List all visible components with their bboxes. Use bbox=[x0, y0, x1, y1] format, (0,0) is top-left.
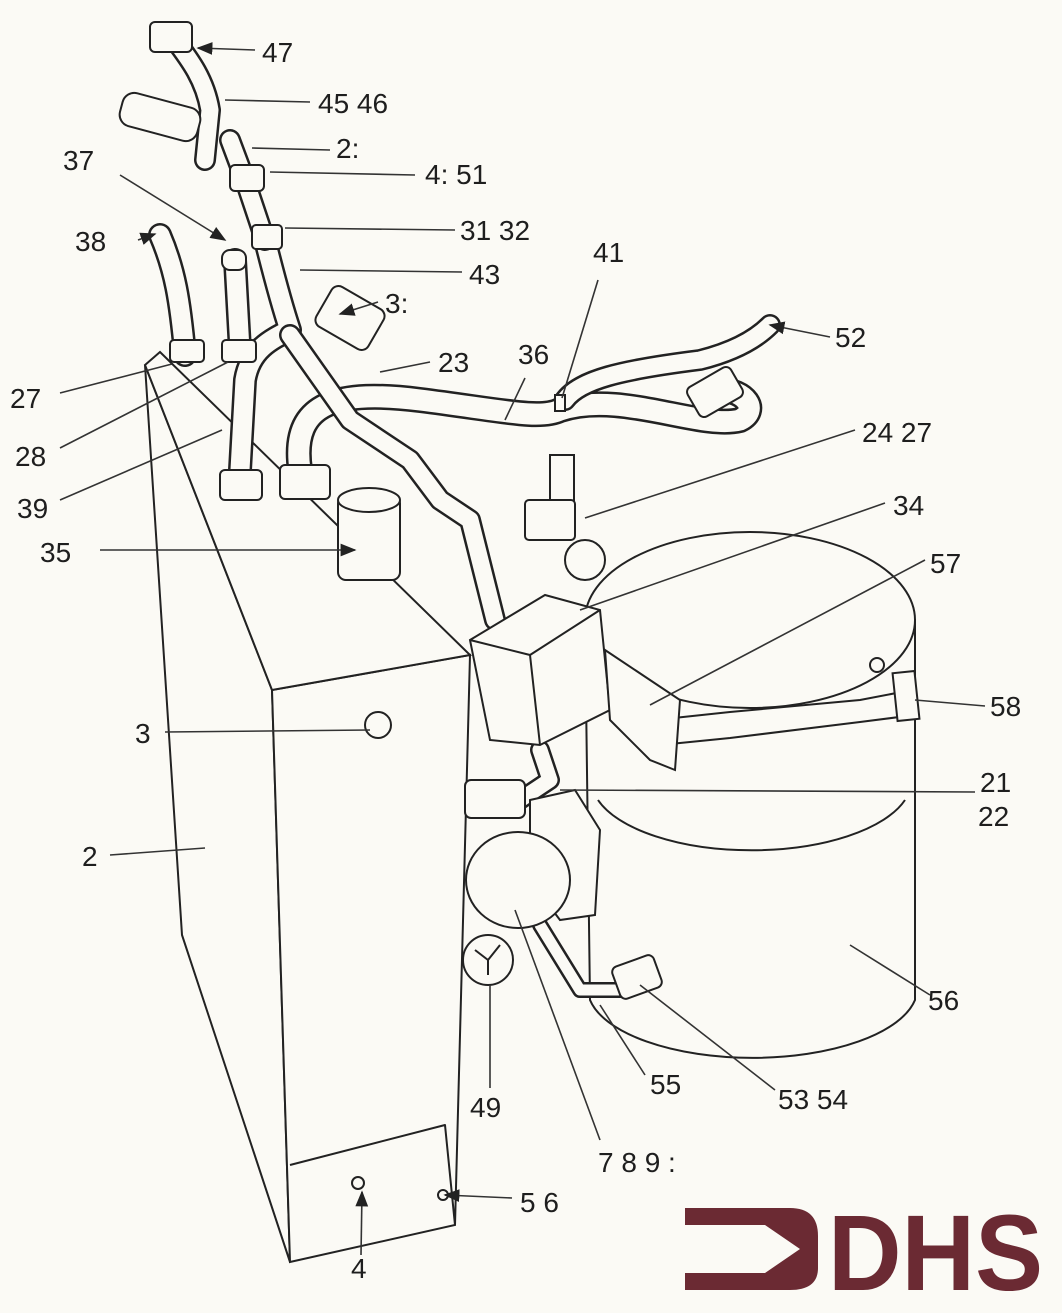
label-49: 49 bbox=[470, 1092, 501, 1123]
label-58: 58 bbox=[990, 691, 1021, 722]
label-43: 43 bbox=[469, 259, 500, 290]
label-45-46: 45 46 bbox=[318, 88, 388, 119]
label-7-8-9: 7 8 9 : bbox=[598, 1147, 676, 1178]
label-3: 3 bbox=[135, 718, 151, 749]
sight-plug bbox=[364, 711, 392, 739]
label-5-6: 5 6 bbox=[520, 1187, 559, 1218]
label-35: 35 bbox=[40, 537, 71, 568]
label-3-colon: 3: bbox=[385, 288, 408, 319]
label-4-51: 4: 51 bbox=[425, 159, 487, 190]
label-24-27: 24 27 bbox=[862, 417, 932, 448]
label-52: 52 bbox=[835, 322, 866, 353]
label-47: 47 bbox=[262, 37, 293, 68]
fittings bbox=[118, 21, 744, 1000]
label-39: 39 bbox=[17, 493, 48, 524]
label-28: 28 bbox=[15, 441, 46, 472]
label-55: 55 bbox=[650, 1069, 681, 1100]
logo-text: DHS bbox=[828, 1192, 1043, 1313]
label-57: 57 bbox=[930, 548, 961, 579]
label-23: 23 bbox=[438, 347, 469, 378]
sight-glass bbox=[465, 831, 571, 929]
label-2: 2 bbox=[82, 841, 98, 872]
label-4: 4 bbox=[351, 1253, 367, 1284]
strap-clip bbox=[891, 669, 921, 723]
label-41: 41 bbox=[593, 237, 624, 268]
label-53-54: 53 54 bbox=[778, 1084, 848, 1115]
leader-lines bbox=[59, 42, 986, 1256]
receiver-tank bbox=[143, 350, 473, 1264]
label-2-colon: 2: bbox=[336, 133, 359, 164]
label-56: 56 bbox=[928, 985, 959, 1016]
label-38: 38 bbox=[75, 226, 106, 257]
pipes bbox=[148, 29, 781, 998]
dhs-logo: DHS bbox=[685, 1192, 1043, 1313]
logo-arrow-icon bbox=[685, 1208, 818, 1290]
bolt bbox=[869, 657, 885, 673]
label-31-32: 31 32 bbox=[460, 215, 530, 246]
label-27: 27 bbox=[10, 383, 41, 414]
label-37: 37 bbox=[63, 145, 94, 176]
part-labels: 47 45 46 2: 4: 51 31 32 43 3: 37 38 27 2… bbox=[10, 37, 1021, 1284]
label-22: 22 bbox=[978, 801, 1009, 832]
label-34: 34 bbox=[893, 490, 924, 521]
label-21: 21 bbox=[980, 767, 1011, 798]
label-36: 36 bbox=[518, 339, 549, 370]
